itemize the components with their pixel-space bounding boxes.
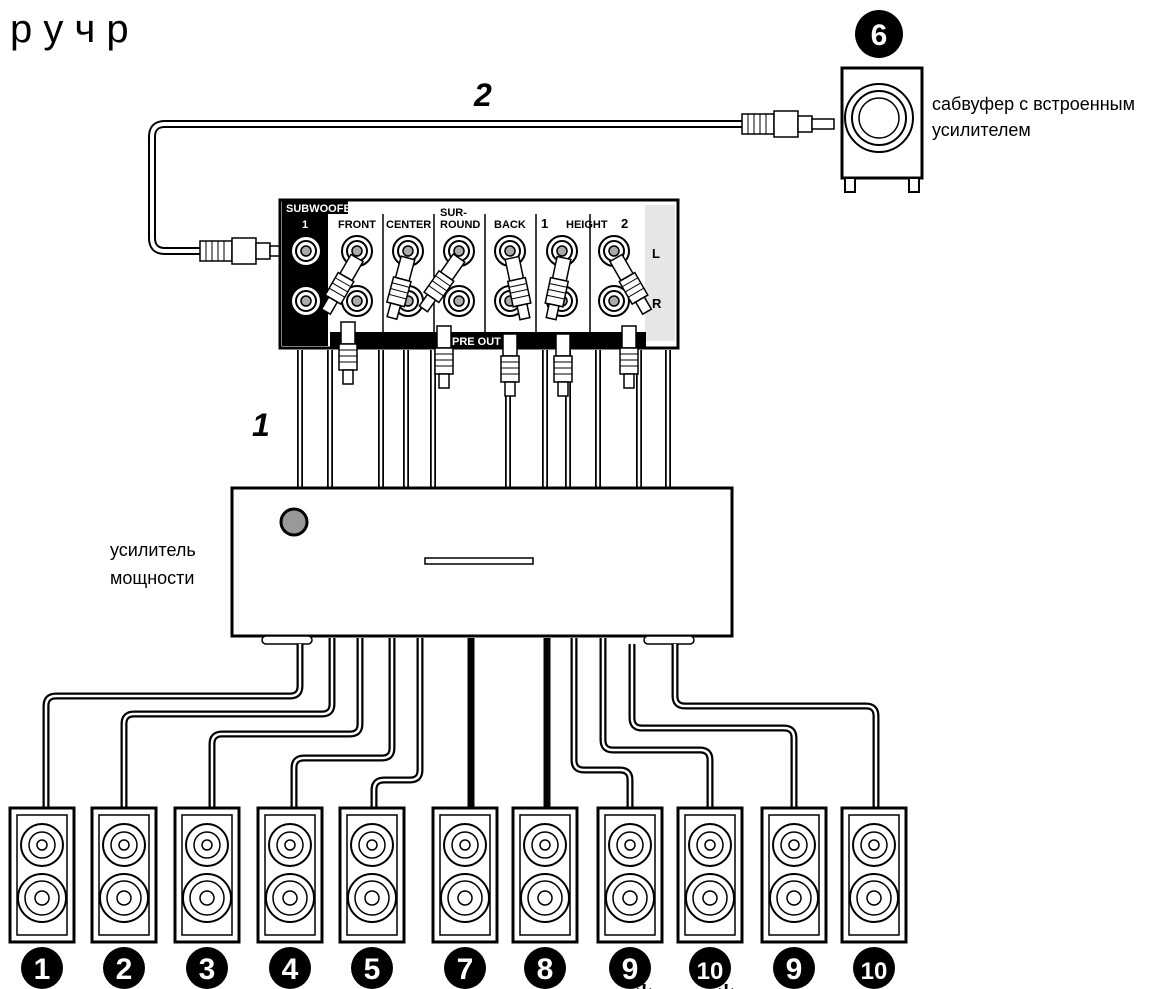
asterisk-speaker-10: * (717, 975, 734, 989)
svg-text:4: 4 (282, 953, 299, 986)
subwoofer-unit (840, 66, 924, 193)
speaker-badge: 4 (269, 947, 311, 989)
svg-text:10: 10 (861, 958, 888, 985)
speaker-10-a (676, 806, 744, 944)
speaker-9-b (760, 806, 828, 944)
speaker-badge: 7 (444, 947, 486, 989)
height-label: HEIGHT (566, 219, 608, 231)
speaker-2 (90, 806, 158, 944)
subwoofer-label-line2: усилителем (932, 120, 1031, 140)
speaker-8 (511, 806, 579, 944)
subwoofer-badge: 6 (855, 10, 903, 58)
speaker-badge: 3 (186, 947, 228, 989)
front-label: FRONT (338, 219, 376, 231)
speaker-cables (42, 638, 880, 808)
height-2-label: 2 (621, 216, 628, 231)
speaker-9-a (596, 806, 664, 944)
speaker-badge: 5 (351, 947, 393, 989)
speaker-badge: 9 (773, 947, 815, 989)
svg-text:10: 10 (697, 958, 724, 985)
svg-text:9: 9 (786, 953, 803, 986)
subwoofer-header: SUBWOOFER (286, 203, 359, 215)
speaker-badge: 10 (853, 947, 895, 989)
speaker-7 (431, 806, 499, 944)
right-label: R (652, 296, 662, 311)
amplifier-label-line1: усилитель (110, 540, 196, 560)
subwoofer-channel: 1 (302, 219, 308, 231)
subwoofer-label-line1: сабвуфер с встроенным (932, 94, 1135, 114)
back-label: BACK (494, 219, 526, 231)
speaker-10-b (840, 806, 908, 944)
svg-text:9: 9 (622, 953, 639, 986)
speaker-badge: 10 (689, 947, 731, 989)
speaker-1 (8, 806, 76, 944)
speaker-5 (338, 806, 406, 944)
center-label: CENTER (386, 219, 431, 231)
subwoofer-rca-cable (148, 110, 835, 265)
svg-text:5: 5 (364, 953, 381, 986)
rca-cable-number: 2 (473, 77, 492, 113)
amplifier-label-line2: мощности (110, 568, 194, 588)
speaker-badge: 9 (609, 947, 651, 989)
surround-label-1: SUR- (440, 207, 467, 219)
asterisk-speaker-9: * (635, 975, 652, 989)
rca-cables (297, 252, 671, 488)
speaker-badge: 2 (103, 947, 145, 989)
svg-text:2: 2 (116, 953, 133, 986)
surround-label-2: ROUND (440, 219, 480, 231)
height-1-label: 1 (541, 216, 548, 231)
speaker-3 (173, 806, 241, 944)
preout-label: PRE OUT (452, 336, 501, 348)
speaker-badge: 1 (21, 947, 63, 989)
speaker-badge: 8 (524, 947, 566, 989)
svg-text:6: 6 (871, 19, 888, 52)
page-title: р у ч р (10, 7, 129, 51)
svg-text:3: 3 (199, 953, 216, 986)
svg-text:1: 1 (34, 953, 51, 986)
svg-text:8: 8 (537, 953, 554, 986)
speaker-4 (256, 806, 324, 944)
speaker-cable-number: 1 (252, 407, 270, 443)
power-amplifier (230, 486, 734, 645)
svg-text:7: 7 (457, 953, 474, 986)
left-label: L (652, 246, 660, 261)
